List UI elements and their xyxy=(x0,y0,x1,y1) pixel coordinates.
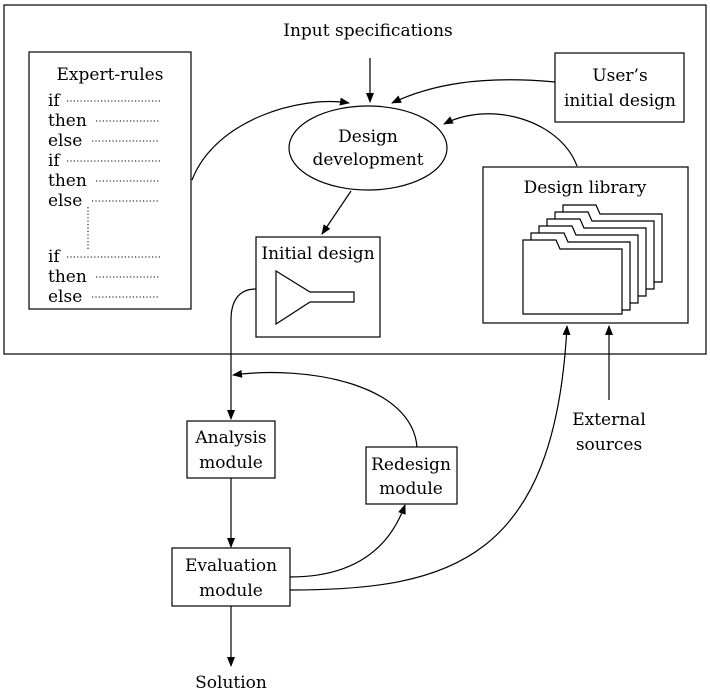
rule-keyword: else xyxy=(48,191,82,211)
analysis-module-box: Analysis module xyxy=(186,420,276,479)
evaluation-to-library-arrow xyxy=(289,325,571,591)
evaluation-module-line2: module xyxy=(199,581,263,601)
rule-keyword: else xyxy=(48,131,82,151)
users-initial-design-box: User’s initial design xyxy=(554,52,685,123)
redesign-module-box: Redesign module xyxy=(365,446,458,505)
user-design-to-development-arrow xyxy=(391,79,556,104)
rule-keyword: if xyxy=(48,151,61,171)
analysis-module-line1: Analysis xyxy=(194,428,266,448)
folder-stack-icon xyxy=(522,204,663,315)
expert-rules-box: Expert-rules if then else if then else i… xyxy=(28,51,192,310)
input-specifications-label: Input specifications xyxy=(283,21,453,41)
design-development-line1: Design xyxy=(338,127,398,147)
expert-rules-title: Expert-rules xyxy=(57,65,164,85)
analysis-module-line2: module xyxy=(199,453,263,473)
rule-keyword: then xyxy=(48,171,87,191)
development-to-initial-design-arrow xyxy=(321,190,352,235)
rule-placeholder-dots xyxy=(67,100,160,298)
design-development-node: Design development xyxy=(288,105,448,191)
nozzle-shape-icon xyxy=(275,269,355,326)
rule-keyword: then xyxy=(48,111,87,131)
initial-design-box: Initial design xyxy=(255,236,381,338)
evaluation-module-line1: Evaluation xyxy=(185,556,277,576)
expert-rules-to-development-arrow xyxy=(191,97,350,181)
external-sources-line2: sources xyxy=(576,435,642,455)
design-library-title: Design library xyxy=(524,178,647,198)
evaluation-module-box: Evaluation module xyxy=(171,547,291,607)
initial-design-title: Initial design xyxy=(261,244,374,264)
redesign-module-line2: module xyxy=(379,479,443,499)
external-sources-line1: External xyxy=(572,410,646,430)
redesign-module-line1: Redesign xyxy=(371,455,451,475)
redesign-to-analysis-arrow xyxy=(232,369,418,448)
users-initial-design-line1: User’s xyxy=(592,66,647,86)
initial-design-out-curve xyxy=(230,288,257,321)
design-library-box: Design library xyxy=(482,166,689,324)
solution-label: Solution xyxy=(195,673,267,693)
rule-keyword: else xyxy=(48,287,82,307)
rule-keyword: if xyxy=(48,247,61,267)
rule-keyword: if xyxy=(48,91,61,111)
evaluation-to-redesign-arrow xyxy=(289,504,406,578)
design-development-line2: development xyxy=(312,150,423,170)
library-to-development-arrow xyxy=(443,113,578,167)
users-initial-design-line2: initial design xyxy=(564,91,676,111)
rule-keyword: then xyxy=(48,267,87,287)
